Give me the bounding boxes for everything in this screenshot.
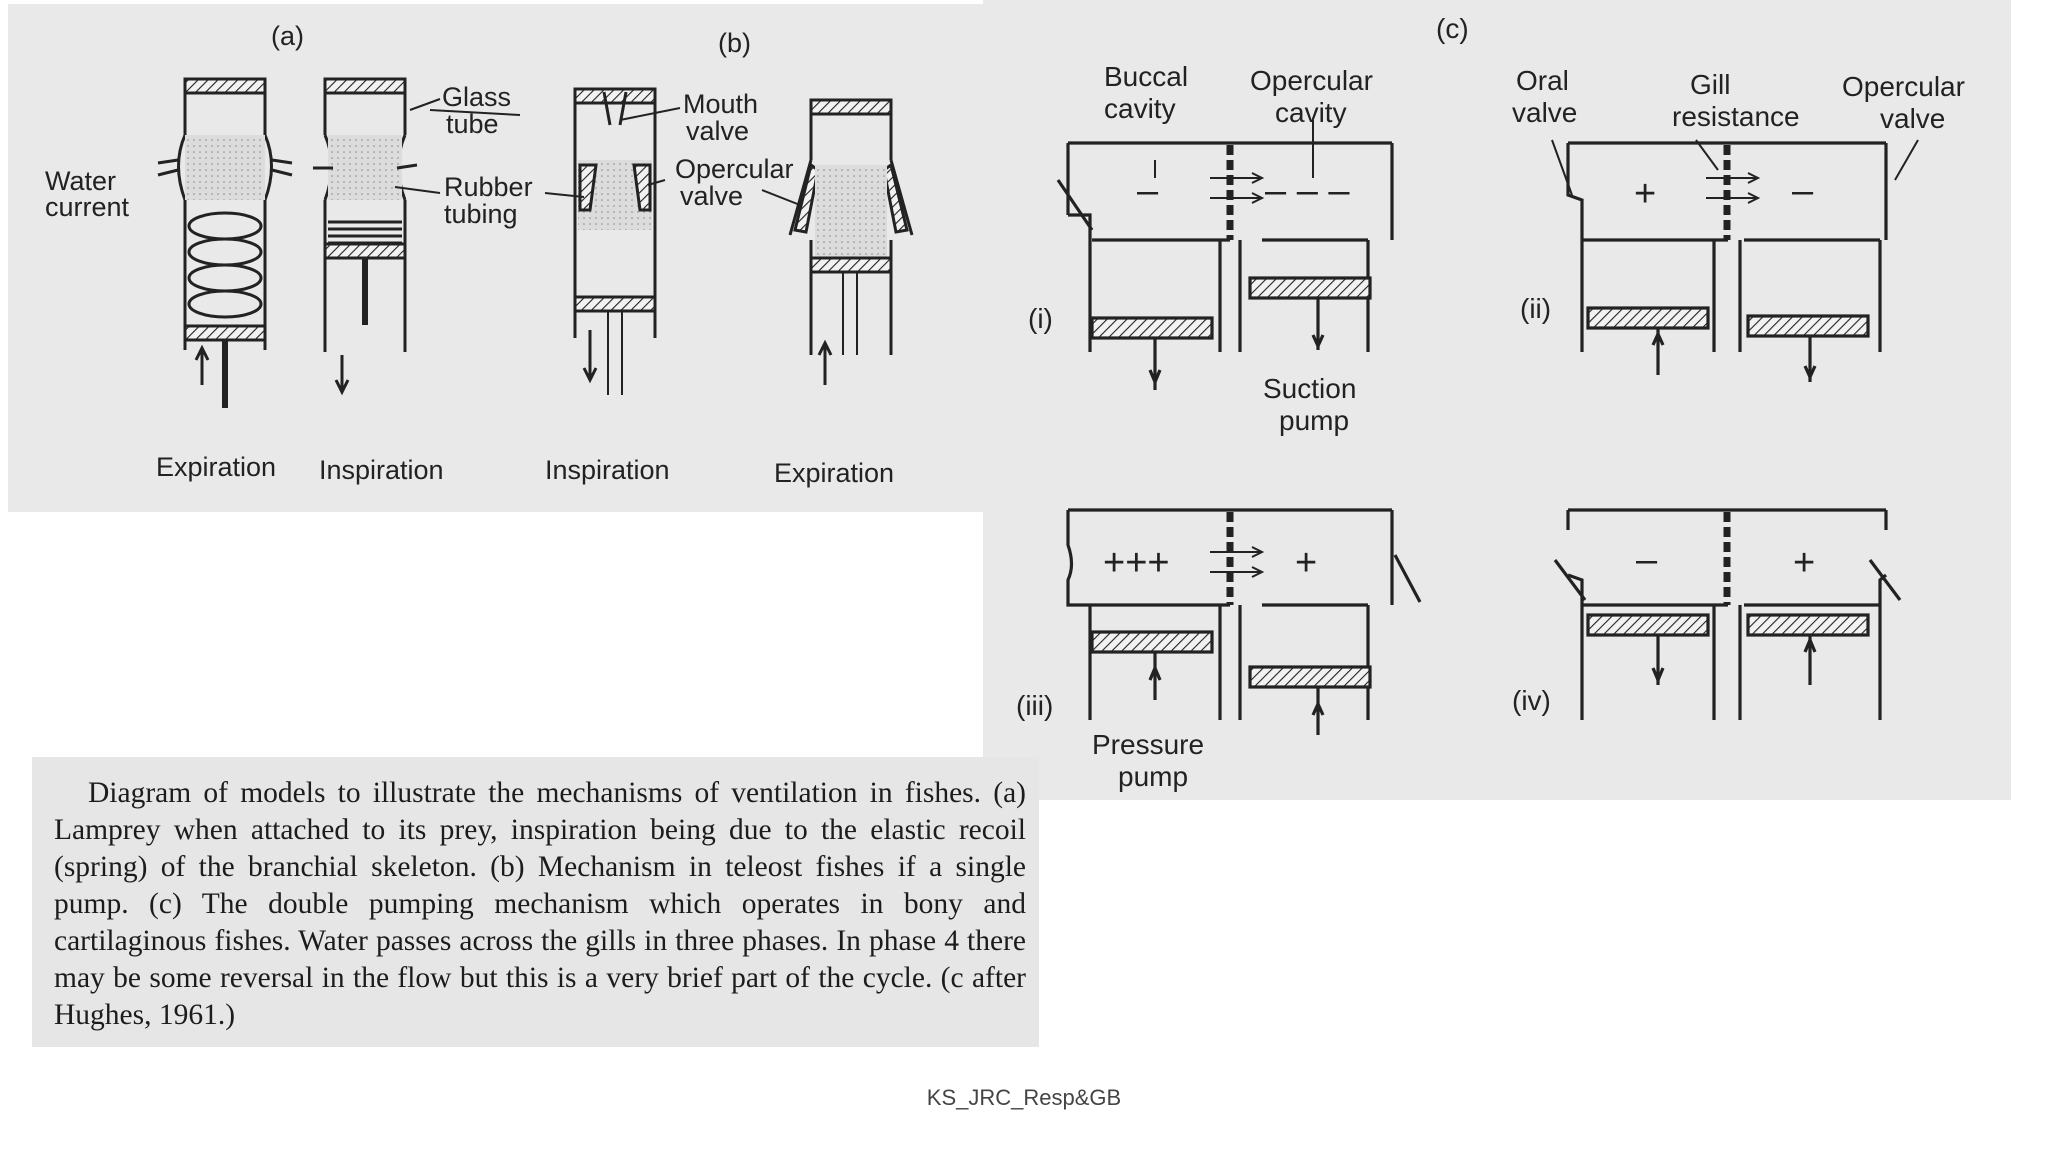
sign-i-right: – – – (1265, 170, 1350, 212)
stage-i-model (1056, 120, 1394, 390)
stage-label-iv: (iv) (1512, 685, 1551, 716)
gill-resistance-line1: Gill (1690, 69, 1730, 100)
caption-box: Diagram of models to illustrate the mech… (32, 757, 1039, 1047)
pressure-pump-line2: pump (1118, 761, 1188, 792)
glass-tube-line2: tube (446, 109, 499, 139)
opercular-cavity-line1: Opercular (1250, 65, 1373, 96)
label-c: (c) (1436, 13, 1469, 44)
glass-tube-line1: Glass (442, 82, 511, 112)
water-current-line2: current (45, 192, 130, 222)
opercular-valve-c-line1: Opercular (1842, 71, 1965, 102)
rubber-tubing-line2: tubing (444, 199, 518, 229)
opercular-valve-b-line1: Opercular (675, 154, 794, 184)
opercular-valve-b-line2: valve (680, 181, 743, 211)
stage-label-iii: (iii) (1016, 690, 1053, 721)
slide-footer: KS_JRC_Resp&GB (926, 1085, 1122, 1110)
sign-iii-left: +++ (1103, 542, 1170, 584)
rubber-tubing-line1: Rubber (444, 172, 533, 202)
suction-pump-line1: Suction (1263, 373, 1356, 404)
phase-label-4: Expiration (774, 458, 894, 488)
model-a-expiration (157, 77, 293, 408)
sign-iv-left: – (1636, 539, 1658, 581)
mouth-valve-line1: Mouth (683, 89, 758, 119)
pressure-pump-line1: Pressure (1092, 729, 1204, 760)
stage-ii-model (1551, 139, 1919, 382)
model-b-inspiration (573, 87, 657, 395)
phase-label-2: Inspiration (319, 455, 444, 485)
suction-pump-line2: pump (1279, 405, 1349, 436)
sign-i-left: – (1137, 170, 1159, 212)
water-current-line1: Water (45, 166, 116, 196)
rubber-tubing (185, 135, 265, 200)
model-a-inspiration (313, 77, 418, 396)
stage-iv-model (1553, 508, 1902, 720)
oral-valve-line2: valve (1512, 97, 1577, 128)
stage-iii-model (1066, 508, 1422, 735)
figure-caption: Diagram of models to illustrate the mech… (54, 777, 1026, 1031)
buccal-cavity-line1: Buccal (1104, 61, 1188, 92)
phase-label-3: Inspiration (545, 455, 670, 485)
label-a: (a) (271, 21, 304, 51)
label-b: (b) (718, 28, 751, 58)
opercular-cavity-line2: cavity (1275, 97, 1347, 128)
sign-iii-right: + (1295, 542, 1317, 584)
oral-valve-line1: Oral (1516, 65, 1569, 96)
model-b-expiration (788, 98, 914, 385)
phase-label-1: Expiration (156, 452, 276, 482)
piston (183, 324, 267, 342)
sign-ii-right: – (1792, 170, 1814, 212)
sign-iv-right: + (1793, 542, 1815, 584)
sign-ii-left: + (1634, 173, 1656, 215)
stage-label-i: (i) (1028, 303, 1053, 334)
buccal-cavity-line2: cavity (1104, 93, 1176, 124)
opercular-valve-c-line2: valve (1880, 103, 1945, 134)
glass-tube-cap (183, 77, 267, 95)
mouth-valve-line2: valve (686, 116, 749, 146)
stage-label-ii: (ii) (1520, 293, 1551, 324)
gill-resistance-line2: resistance (1672, 101, 1800, 132)
